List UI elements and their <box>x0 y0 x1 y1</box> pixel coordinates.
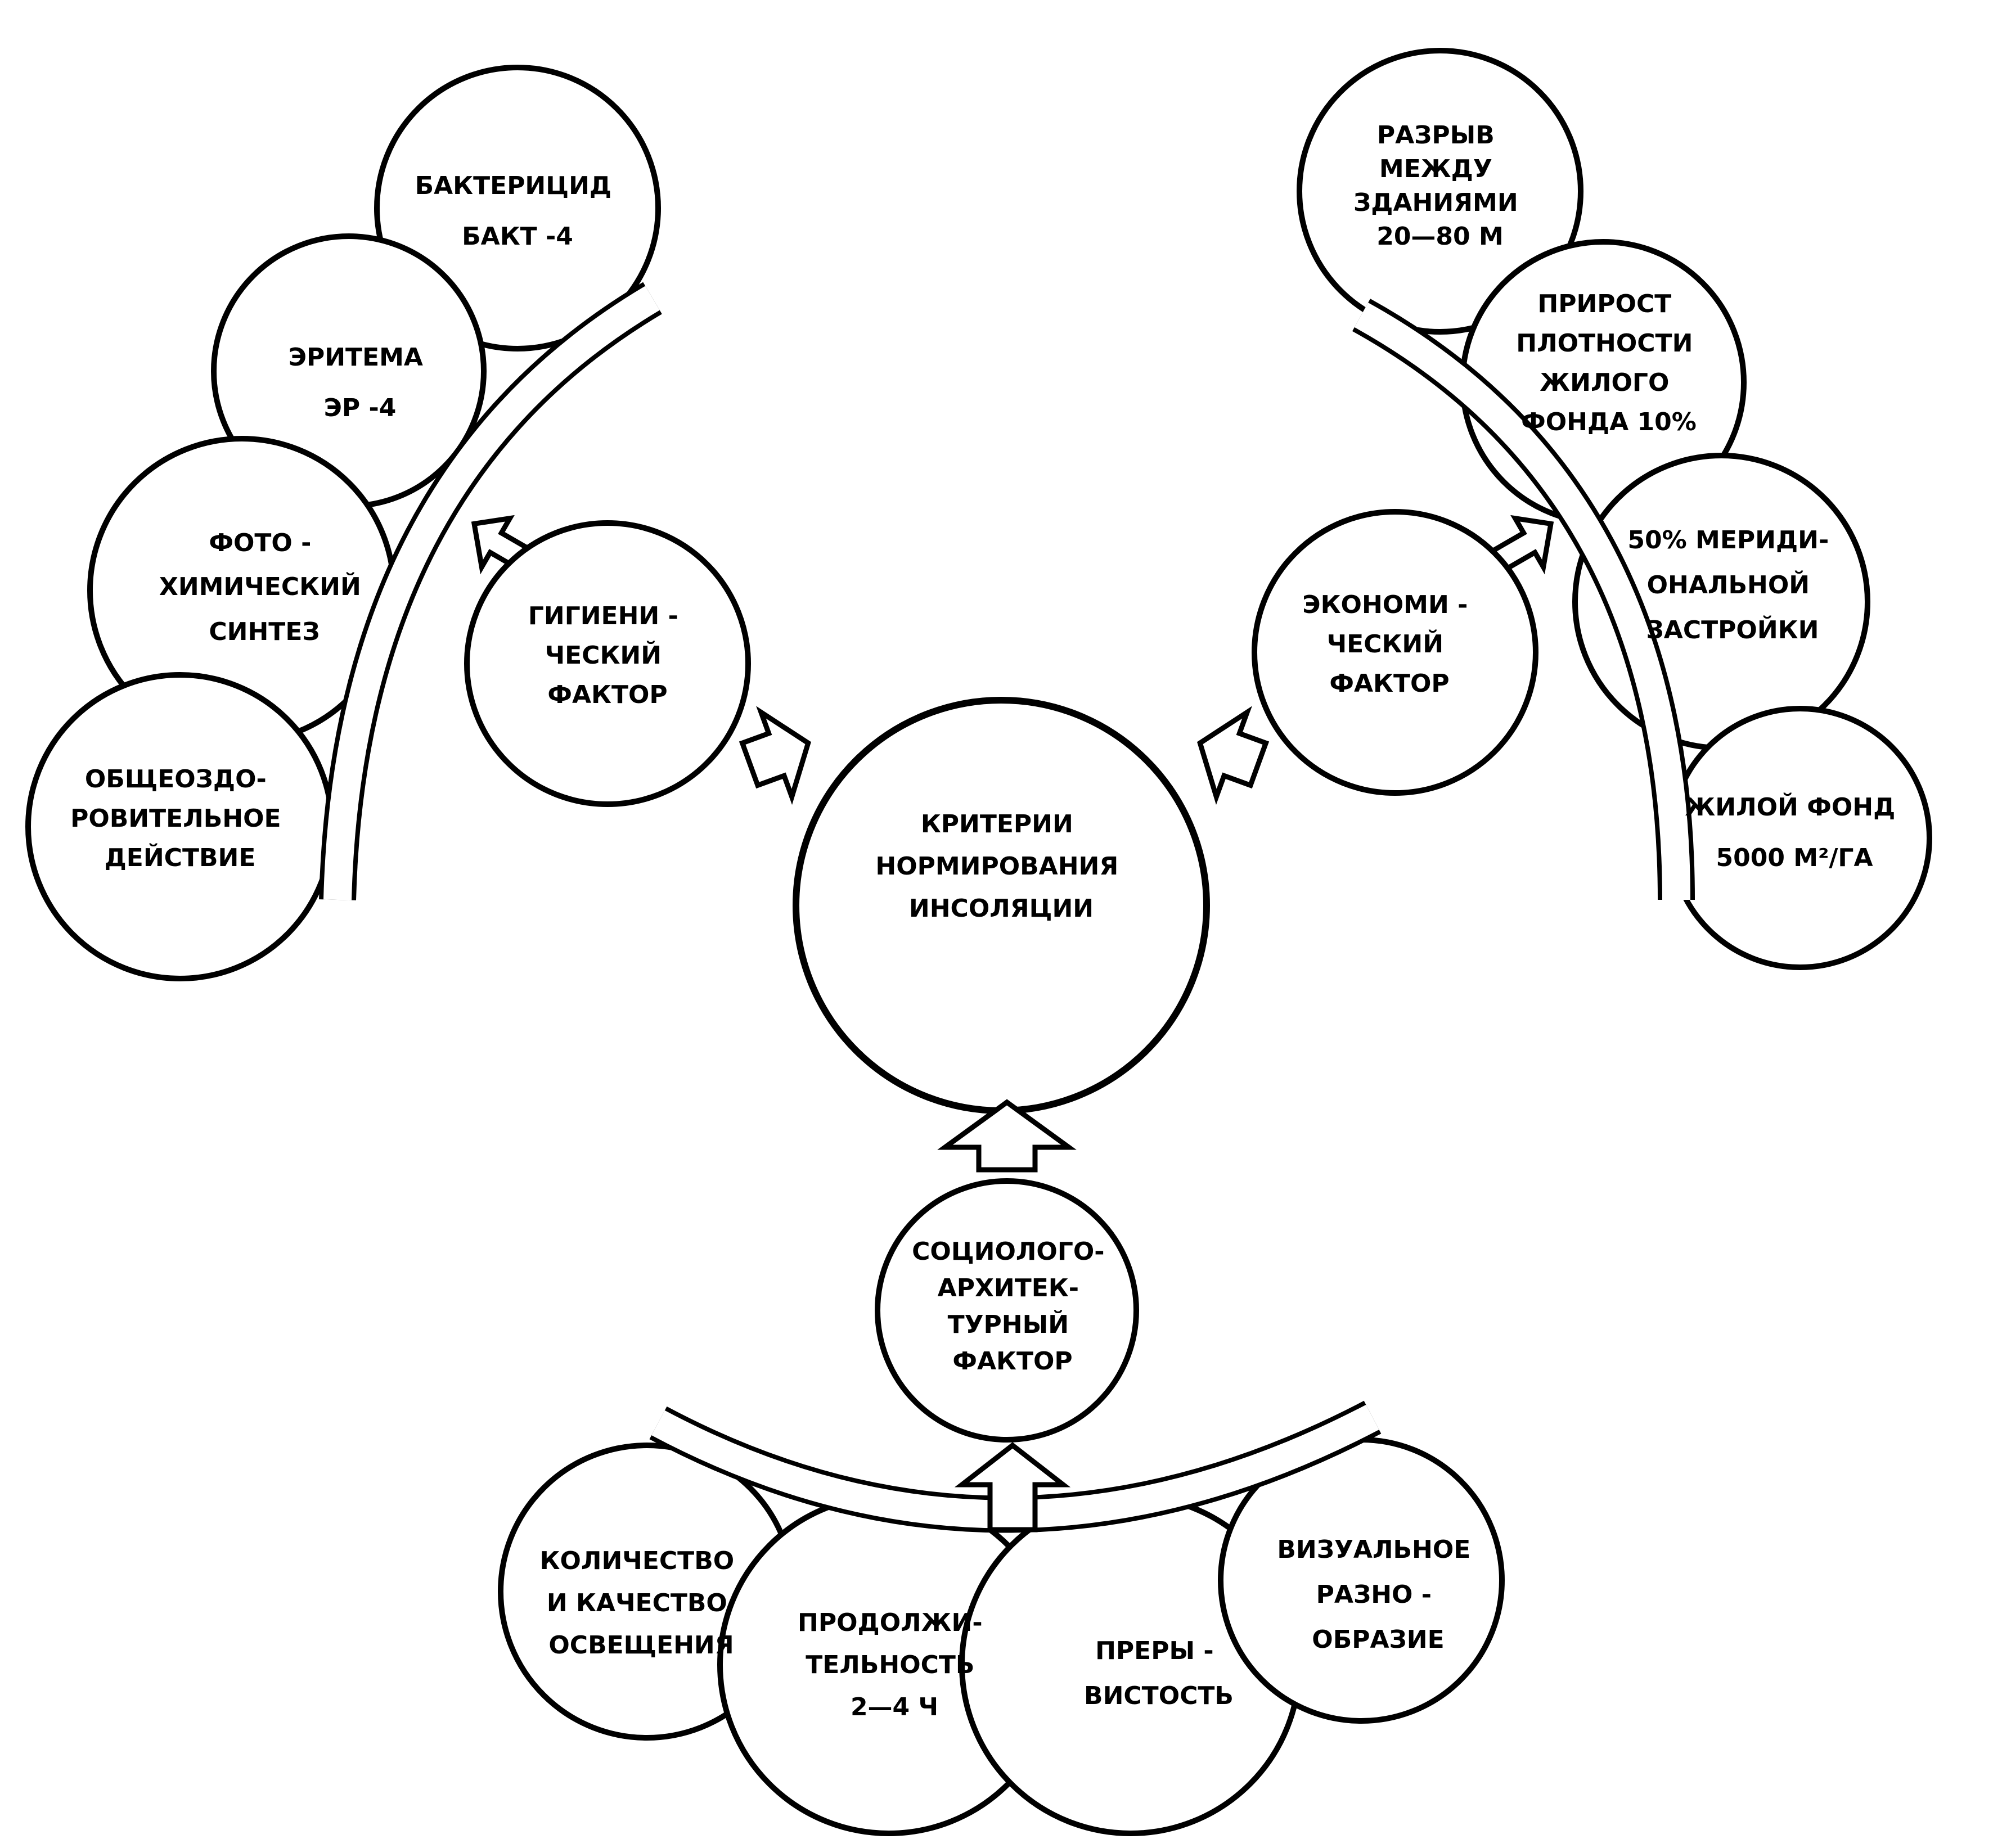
hygienic-factor-circle <box>464 520 751 807</box>
hygienic-arc-band-inner <box>323 286 660 900</box>
economic-item-distance-circle <box>1297 48 1583 335</box>
center-node: КРИТЕРИИ НОРМИРОВАНИЯ ИНСОЛЯЦИИ <box>793 697 1210 1114</box>
hygienic-item-erythema-text: ЭРИТЕМА ЭР -4 <box>289 343 432 422</box>
economic-factor-text: ЭКОНОМИ - ЧЕСКИЙ ФАКТОР <box>1302 591 1476 698</box>
economic-factor-to-center-arrow <box>1197 706 1270 805</box>
economic-item-housing-circle <box>1668 706 1932 970</box>
socio-item-duration-text: ПРОДОЛЖИ- ТЕЛЬНОСТЬ 2—4 Ч <box>798 1608 991 1721</box>
hygienic-item-bactericide-text: БАКТЕРИЦИД БАКТ -4 <box>415 172 620 251</box>
socio-factor-to-center-arrow <box>937 1099 1077 1173</box>
hygienic-factor-text: ГИГИЕНИ - ЧЕСКИЙ ФАКТОР <box>528 602 687 709</box>
economic-factor-circle <box>1252 509 1538 796</box>
economic-item-distance-text: РАЗРЫВ МЕЖДУ ЗДАНИЯМИ 20—80 М <box>1353 121 1527 251</box>
socio-cluster: СОЦИОЛОГО- АРХИТЕК- ТУРНЫЙ ФАКТОР КОЛИЧЕ… <box>498 1099 1505 1836</box>
socio-item-visual-text: ВИЗУАЛЬНОЕ РАЗНО - ОБРАЗИЕ <box>1277 1535 1479 1654</box>
hygienic-item-photochemical-text: ФОТО - ХИМИЧЕСКИЙ СИНТЕЗ <box>159 529 370 646</box>
socio-arc-to-factor-arrow <box>954 1442 1071 1533</box>
economic-arc-band-inner <box>1354 303 1690 900</box>
economic-item-density-text: ПРИРОСТ ПЛОТНОСТИ ЖИЛОГО ФОНДА 10% <box>1516 290 1701 436</box>
hygienic-cluster: БАКТЕРИЦИД БАКТ -4 ЭРИТЕМА ЭР -4 ФОТО - … <box>25 65 811 981</box>
economic-cluster: РАЗРЫВ МЕЖДУ ЗДАНИЯМИ 20—80 М ПРИРОСТ ПЛ… <box>1197 48 1932 970</box>
economic-item-housing-text: ЖИЛОЙ ФОНД 5000 М²/ГА <box>1685 792 1904 872</box>
center-text: КРИТЕРИИ НОРМИРОВАНИЯ ИНСОЛЯЦИИ <box>875 810 1127 923</box>
socio-item-lighting-text: КОЛИЧЕСТВО И КАЧЕСТВО ОСВЕЩЕНИЯ <box>540 1547 743 1660</box>
economic-item-meridional-text: 50% МЕРИДИ- ОНАЛЬНОЙ ЗАСТРОЙКИ <box>1627 526 1837 644</box>
socio-factor-text: СОЦИОЛОГО- АРХИТЕК- ТУРНЫЙ ФАКТОР <box>912 1237 1113 1376</box>
hygienic-item-health-text: ОБЩЕОЗДО- РОВИТЕЛЬНОЕ ДЕЙСТВИЕ <box>70 765 290 872</box>
socio-factor-circle <box>875 1178 1139 1443</box>
socio-item-intermittency-text: ПРЕРЫ - ВИСТОСТЬ <box>1084 1637 1234 1710</box>
hygienic-factor-to-center-arrow <box>739 706 811 805</box>
